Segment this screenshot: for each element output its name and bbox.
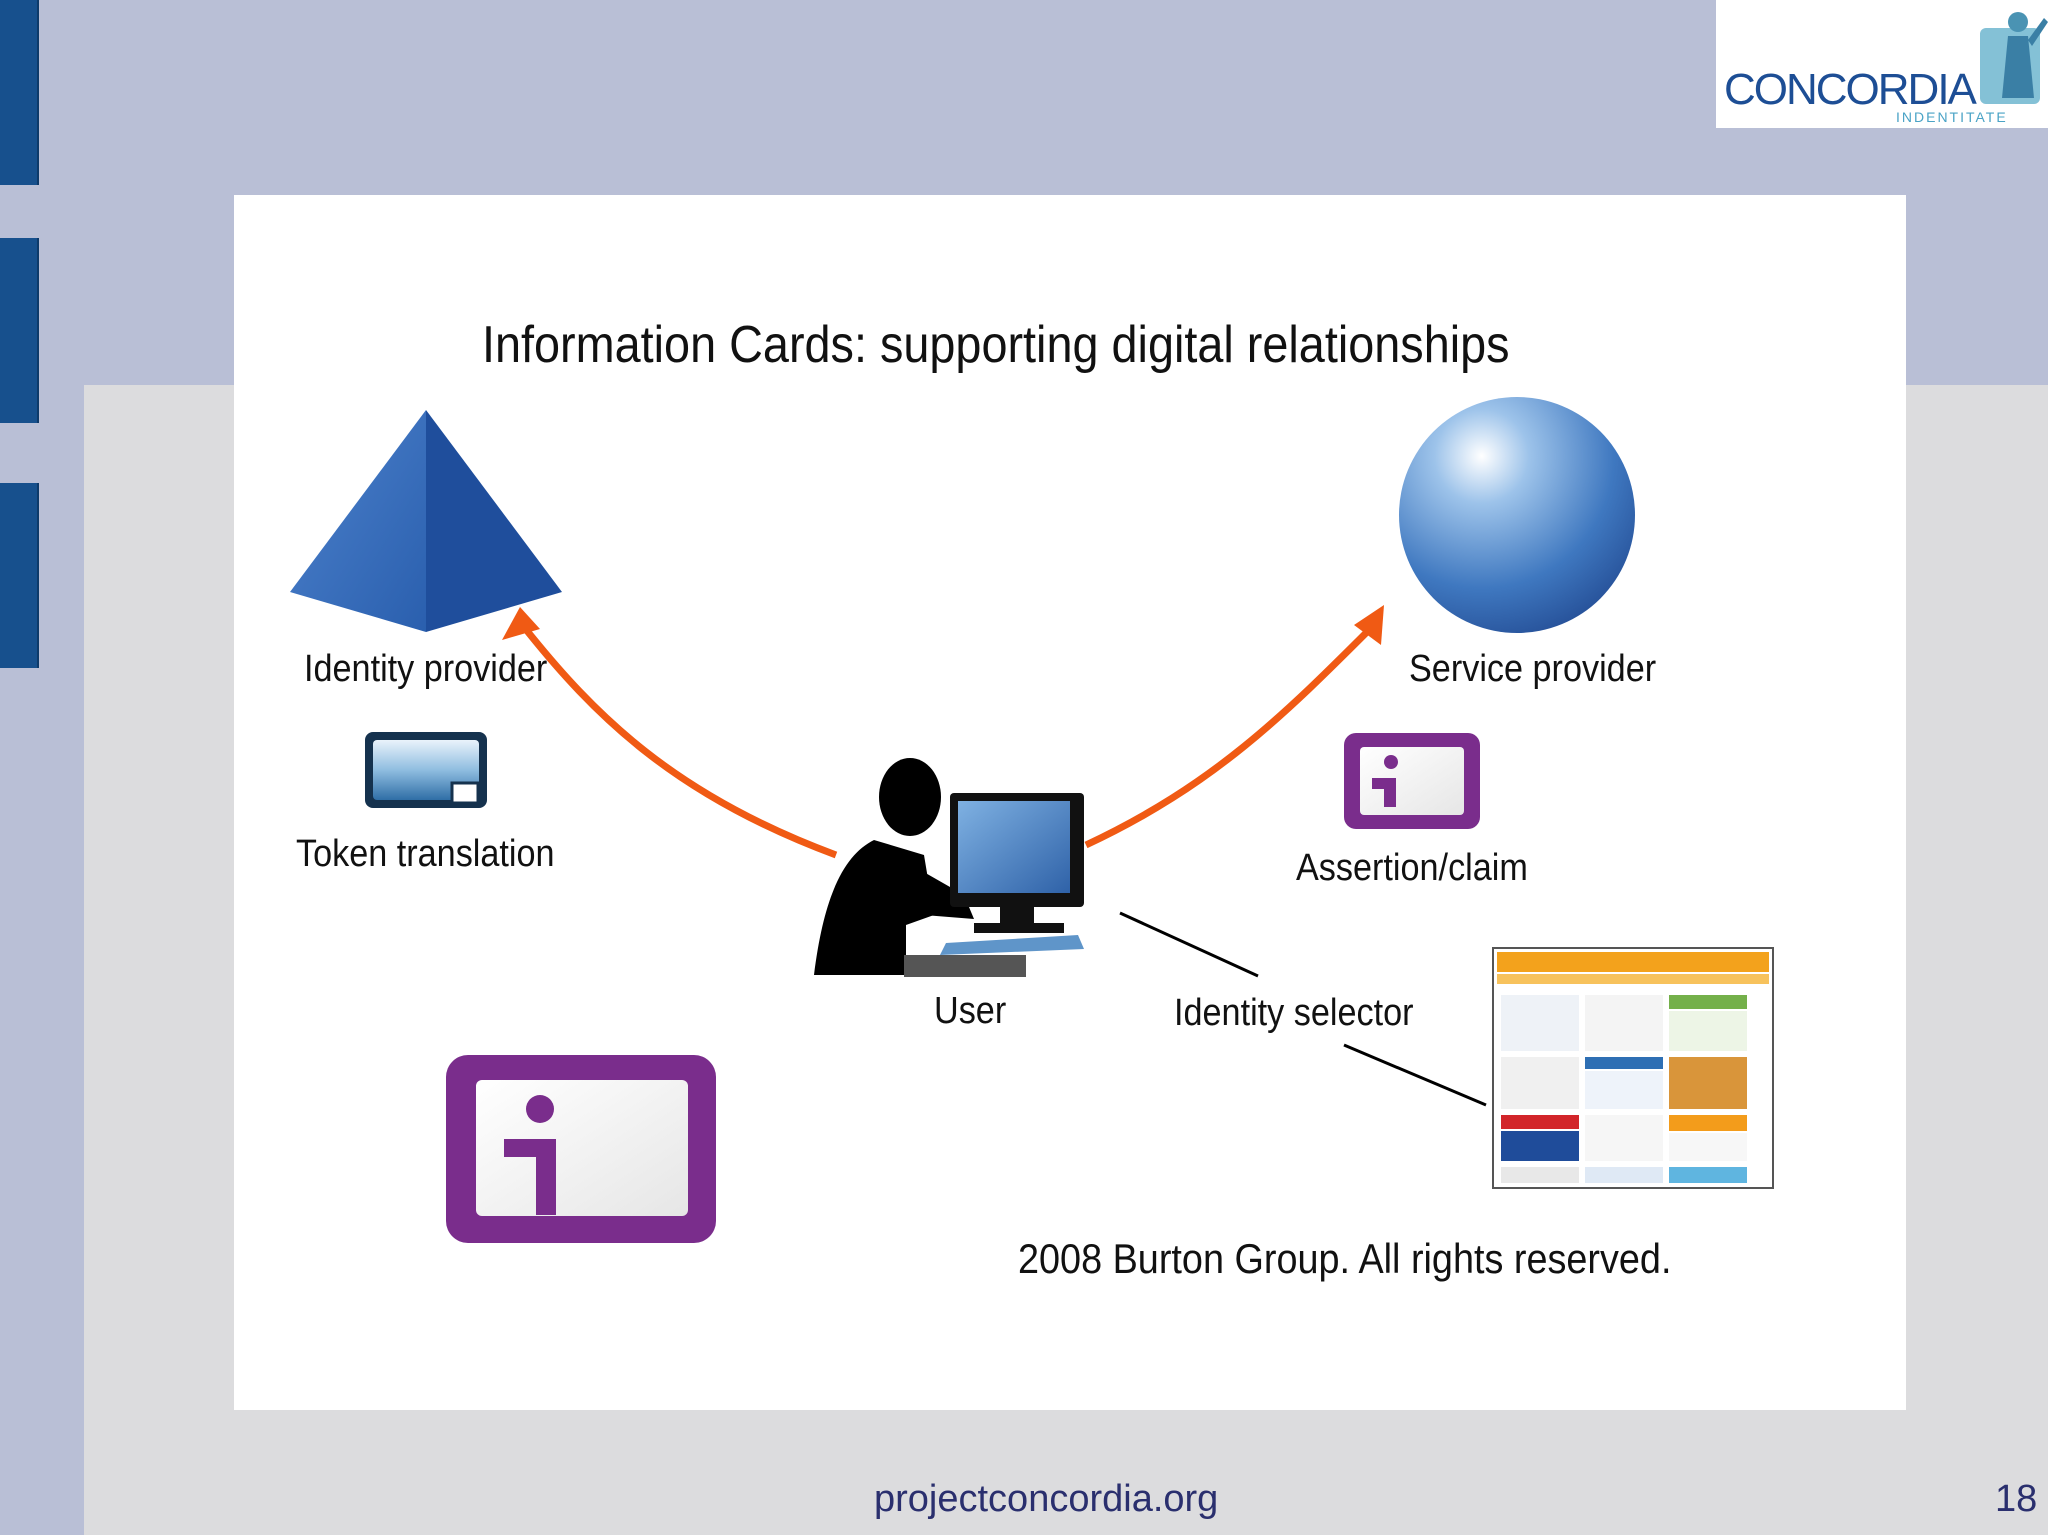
arrow-to-service-provider [1086,625,1374,845]
assertion-card-icon [1344,733,1480,829]
service-provider-label: Service provider [1409,648,1656,691]
token-translation-label: Token translation [296,833,555,876]
arrow-to-identity-provider [524,627,836,855]
logo-wordmark: CONCORDIA [1724,65,1978,114]
identity-selector-label: Identity selector [1174,992,1414,1035]
diagram-title: Information Cards: supporting digital re… [482,315,1510,375]
slide-image: Information Cards: supporting digital re… [234,195,1906,1410]
side-bar-2 [0,238,39,423]
user-at-computer-icon [814,758,1084,977]
concordia-logo: CONCORDIA INDENTITATE [1716,0,2048,128]
copyright-notice: 2008 Burton Group. All rights reserved. [1018,1235,1671,1283]
sphere-icon [1399,397,1635,633]
info-card-icon [446,1055,716,1243]
footer-url: projectconcordia.org [874,1478,1218,1521]
statue-icon [1980,12,2048,104]
identity-selector-screenshot [1493,948,1773,1188]
pyramid-icon [290,410,562,632]
token-card-icon [365,732,487,808]
assertion-claim-label: Assertion/claim [1296,847,1528,890]
user-label: User [934,990,1006,1033]
logo-subtitle: INDENTITATE [1896,109,2008,125]
page-number: 18 [1995,1478,2037,1521]
selector-connector-upper [1120,913,1258,976]
side-bar-3 [0,483,39,668]
identity-provider-label: Identity provider [304,648,547,691]
selector-connector-lower [1344,1045,1486,1105]
side-bar-1 [0,0,39,185]
